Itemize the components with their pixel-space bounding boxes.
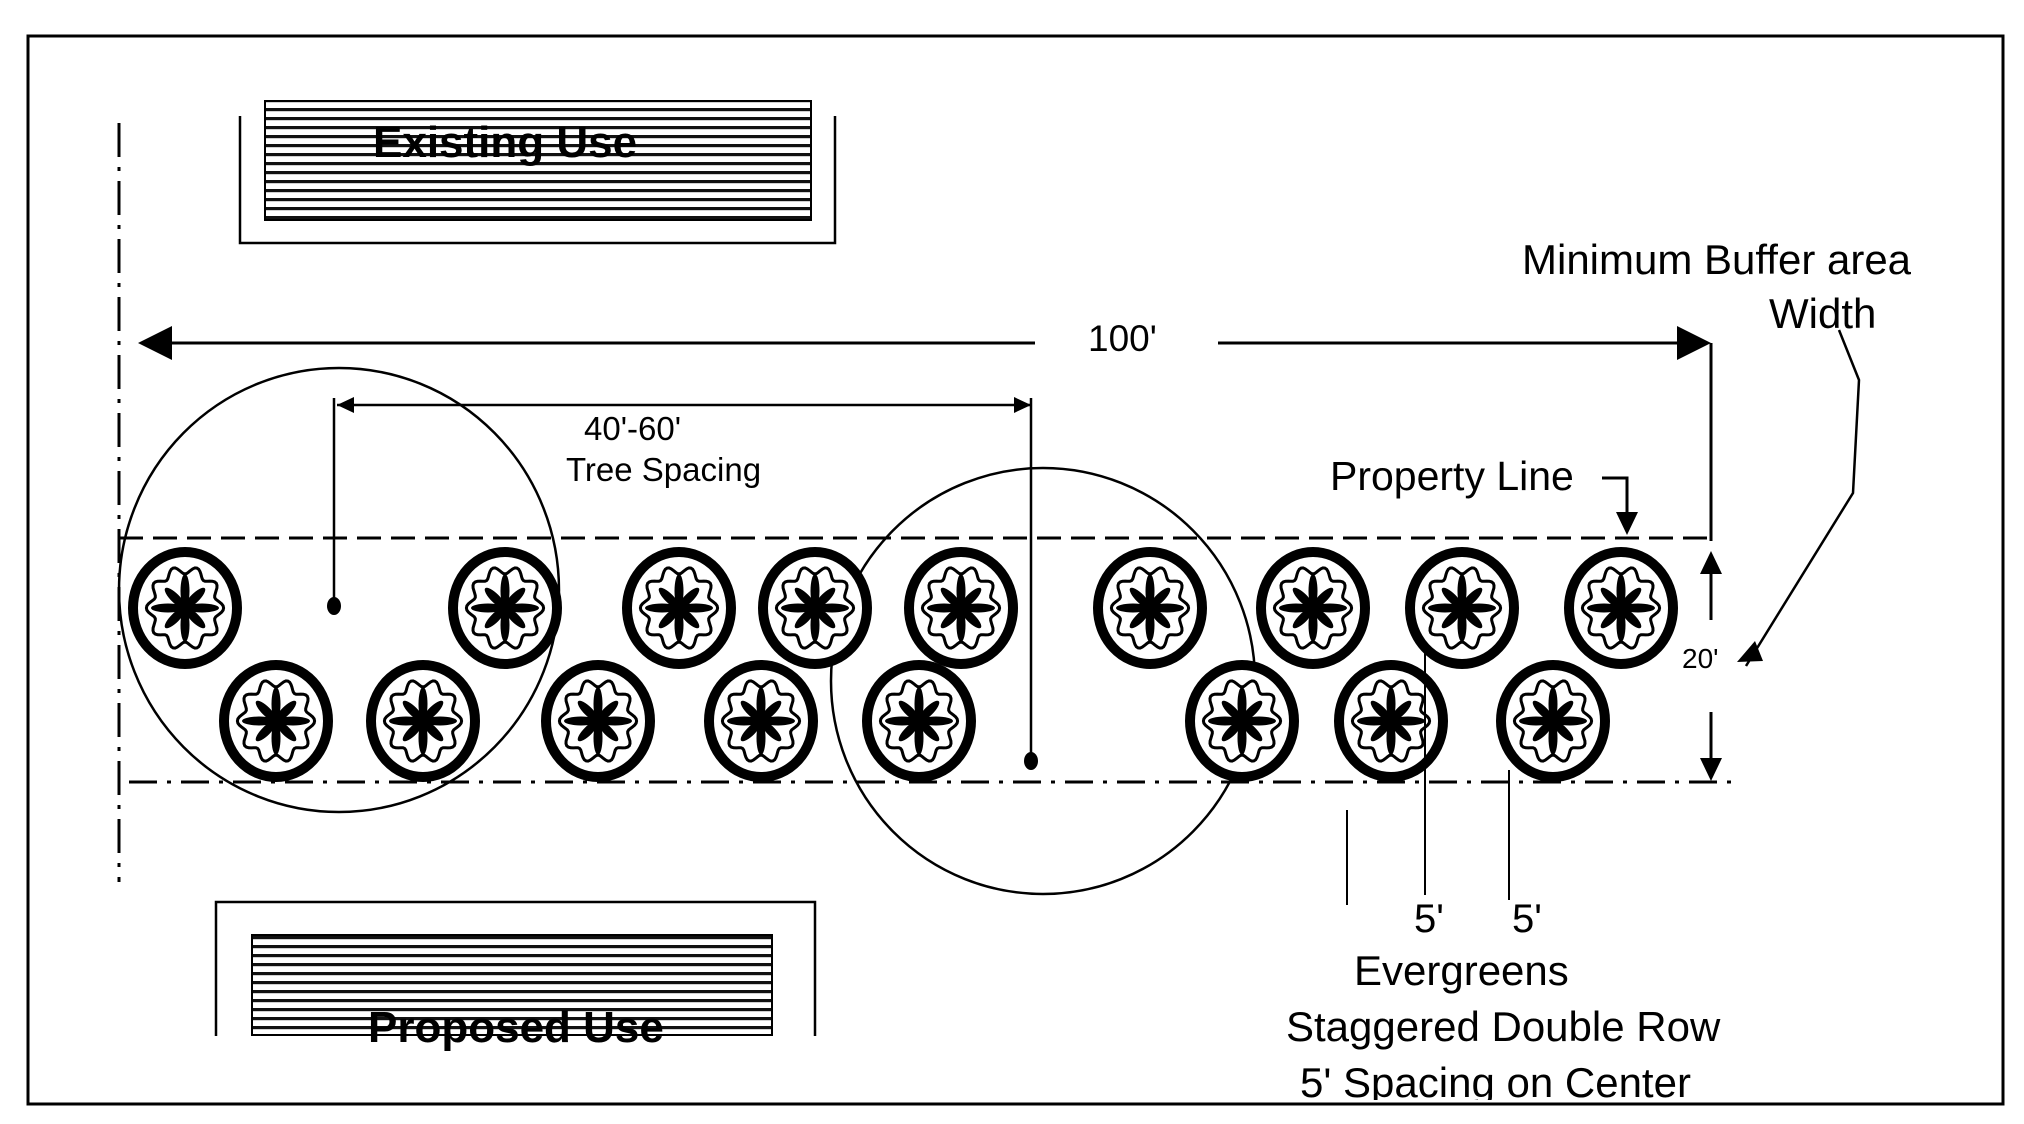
existing-use-outline [238,116,837,245]
proposed-use-outline [214,900,817,1036]
evergreen-tree-icon [704,660,818,782]
property-line-callout: Property Line [1330,453,1638,535]
evergreen-tree-icon [1093,547,1207,669]
arrowhead-left [138,326,172,360]
evergreen-tree-icon [622,547,736,669]
evergreen-tree-icon [366,660,480,782]
evergreen-tree-icon [1185,660,1299,782]
buffer-width-label: 20' [1682,643,1719,674]
proposed-use-label: Proposed Use [368,1003,664,1052]
buffer-width-dimension: 20' [1682,551,1722,781]
tree-center-dot [1024,752,1038,770]
evergreen-tree-icon [219,660,333,782]
arrowhead-up [1700,551,1722,574]
proposed-use-hatch [251,934,773,1036]
evergreen-tree-icon [758,547,872,669]
evergreen-spacing-b: 5' [1512,897,1542,941]
existing-use-label: Existing Use [373,118,637,167]
minimum-buffer-label-line2: Width [1769,290,1876,337]
minimum-buffer-label: Minimum Buffer area [1522,236,1912,283]
tree-spacing-caption: Tree Spacing [566,451,761,488]
evergreen-tree-icon [1256,547,1370,669]
existing-use-hatch [264,100,812,221]
evergreen-tree-icon [862,660,976,782]
evergreen-tree-icon [541,660,655,782]
evergreen-spacing-dimension: 5' 5' [1346,650,1542,941]
arrowhead-down [1700,758,1722,781]
length-dimension: 100' [138,318,1713,541]
arrowhead-right [1014,397,1031,413]
length-dimension-label: 100' [1088,318,1157,359]
arrowhead [1737,641,1763,662]
evergreen-tree-icon [1405,547,1519,669]
evergreen-tree-icon [1334,660,1448,782]
evergreens-note-line1: Evergreens [1354,947,1569,994]
proposed-use-block: Proposed Use [214,900,817,1052]
tree-center-dot [327,597,341,615]
arrowhead-left [337,397,354,413]
evergreens-note-line2: Staggered Double Row [1286,1003,1721,1050]
evergreen-tree-icon [904,547,1018,669]
arrowhead-down [1616,512,1638,535]
evergreens-note-line3: 5' Spacing on Center [1300,1059,1691,1106]
frame-border [26,34,2005,1106]
evergreen-tree-icon [1496,660,1610,782]
existing-use-block: Existing Use [238,100,837,245]
minimum-buffer-callout: Minimum Buffer area Width [1522,236,1912,667]
evergreen-tree-icon [128,547,242,669]
evergreen-tree-icon [1564,547,1678,669]
evergreens-note-clip: Evergreens Staggered Double Row 5' Spaci… [1286,947,1721,1106]
property-line-label: Property Line [1330,453,1574,499]
arrowhead-right [1677,326,1711,360]
tree-spacing-value: 40'-60' [584,410,681,447]
evergreen-tree-icon [448,547,562,669]
evergreen-spacing-a: 5' [1414,897,1444,941]
evergreen-rows [128,547,1678,782]
tree-spacing-dimension: 40'-60' Tree Spacing [327,397,1038,770]
